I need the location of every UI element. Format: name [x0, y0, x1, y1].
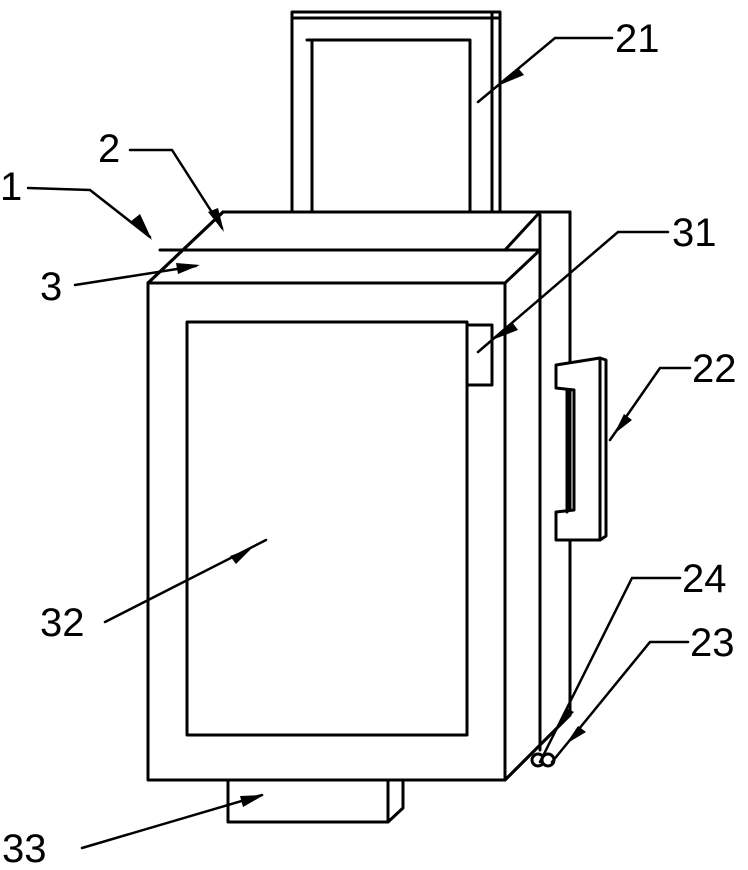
label-32: 32: [40, 601, 85, 645]
label-31: 31: [672, 211, 717, 255]
label-2: 2: [98, 127, 120, 171]
reference-labels: 1 2 3 21 31 22 24 23 32 33: [0, 17, 737, 870]
bottom-base: [226, 778, 405, 824]
label-22: 22: [692, 347, 737, 391]
label-3: 3: [40, 265, 62, 309]
telescopic-handle: [290, 10, 502, 214]
front-cover: [146, 281, 507, 782]
label-23: 23: [690, 621, 735, 665]
label-21: 21: [615, 17, 660, 61]
side-handle: [554, 356, 608, 542]
label-24: 24: [682, 557, 727, 601]
leader-lines: [26, 36, 692, 850]
label-1: 1: [0, 165, 22, 209]
label-33: 33: [2, 827, 47, 870]
